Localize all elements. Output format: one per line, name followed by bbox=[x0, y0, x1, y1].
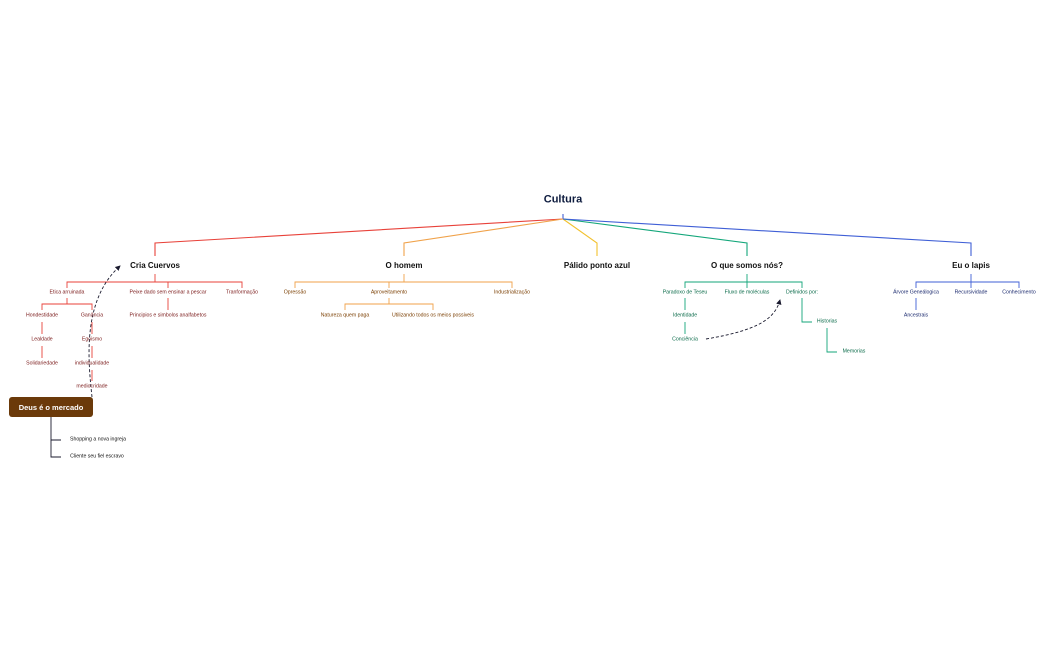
connectors-eu-o-lapis bbox=[915, 274, 1020, 310]
branch-o-que-somos-nos[interactable]: O que somos nós? bbox=[710, 261, 784, 270]
relationship-arrow-mercado-cria-cuervos bbox=[88, 265, 121, 398]
topic-ancestrais[interactable]: Ancestrais bbox=[903, 312, 929, 319]
topic-tranformacao[interactable]: Tranformação bbox=[225, 289, 259, 296]
connectors-floating-topic bbox=[50, 417, 61, 458]
topic-conhecimento[interactable]: Conhecimento bbox=[1002, 289, 1036, 296]
topic-shopping-nova-ingreja[interactable]: Shopping a nova ingreja bbox=[70, 436, 126, 443]
topic-definidos-por[interactable]: Definidos por: bbox=[785, 289, 819, 296]
topic-principios-simbolos[interactable]: Principios e simbolos analfabetos bbox=[129, 312, 207, 319]
topic-peixe-dado[interactable]: Peixe dado sem ensinar a pescar bbox=[129, 289, 207, 296]
root-topic[interactable]: Cultura bbox=[543, 193, 583, 206]
branch-palido-ponto-azul[interactable]: Pálido ponto azul bbox=[563, 261, 631, 270]
branch-cria-cuervos[interactable]: Cria Cuervos bbox=[130, 261, 180, 270]
topic-historias[interactable]: Historias bbox=[816, 318, 838, 325]
connector-palido-ponto-azul bbox=[562, 218, 598, 256]
topic-utilizando-meios[interactable]: Utilizando todos os meios possiveis bbox=[392, 312, 474, 319]
topic-etica-arruinada[interactable]: Etica arruinada bbox=[49, 289, 85, 296]
relationship-arrow-conciencia-definidos bbox=[705, 299, 782, 340]
connector-eu-o-lapis bbox=[562, 218, 972, 256]
topic-egoismo[interactable]: Egoismo bbox=[81, 336, 103, 343]
topic-opressao[interactable]: Opressão bbox=[283, 289, 307, 296]
connector-o-homem bbox=[403, 218, 564, 256]
topic-lealdade[interactable]: Lealdade bbox=[31, 336, 53, 343]
topic-hondestidade[interactable]: Hondestidade bbox=[25, 312, 59, 319]
topic-memorias[interactable]: Memorias bbox=[842, 348, 866, 355]
topic-solidariedade[interactable]: Solidariedade bbox=[26, 360, 58, 367]
branch-eu-o-lapis[interactable]: Eu o lapis bbox=[952, 261, 990, 270]
connectors-o-que-somos-nos bbox=[684, 274, 837, 353]
topic-paradoxo-de-teseu[interactable]: Paradoxo de Teseu bbox=[662, 289, 708, 296]
floating-topic-deus-e-o-mercado[interactable]: Deus é o mercado bbox=[9, 397, 93, 417]
connector-cria-cuervos bbox=[154, 218, 564, 256]
topic-recursividade[interactable]: Recursividade bbox=[954, 289, 988, 296]
topic-identidade[interactable]: Identidade bbox=[672, 312, 698, 319]
connectors-o-homem bbox=[294, 274, 513, 310]
topic-conciencia[interactable]: Conciência bbox=[672, 336, 698, 343]
connectors-cria-cuervos bbox=[41, 274, 243, 381]
topic-natureza-quem-paga[interactable]: Natureza quem paga bbox=[320, 312, 370, 319]
topic-aproveitamento[interactable]: Aproveitamento bbox=[370, 289, 408, 296]
topic-individualidade[interactable]: individualidade bbox=[74, 360, 110, 367]
connector-o-que-somos-nos bbox=[562, 218, 748, 256]
topic-industrializacao[interactable]: Industrialização bbox=[493, 289, 531, 296]
topic-arvore-genealogica[interactable]: Árvore Geneálogica bbox=[893, 289, 939, 296]
topic-cliente-fiel-escravo[interactable]: Cliente seu fiel escravo bbox=[70, 453, 124, 460]
topic-ganancia[interactable]: Ganância bbox=[80, 312, 104, 319]
topic-mediocridade[interactable]: mediocridade bbox=[76, 383, 108, 390]
topic-fluxo-de-moleculas[interactable]: Fluxo de moléculas bbox=[724, 289, 770, 296]
branch-o-homem[interactable]: O homem bbox=[385, 261, 423, 270]
